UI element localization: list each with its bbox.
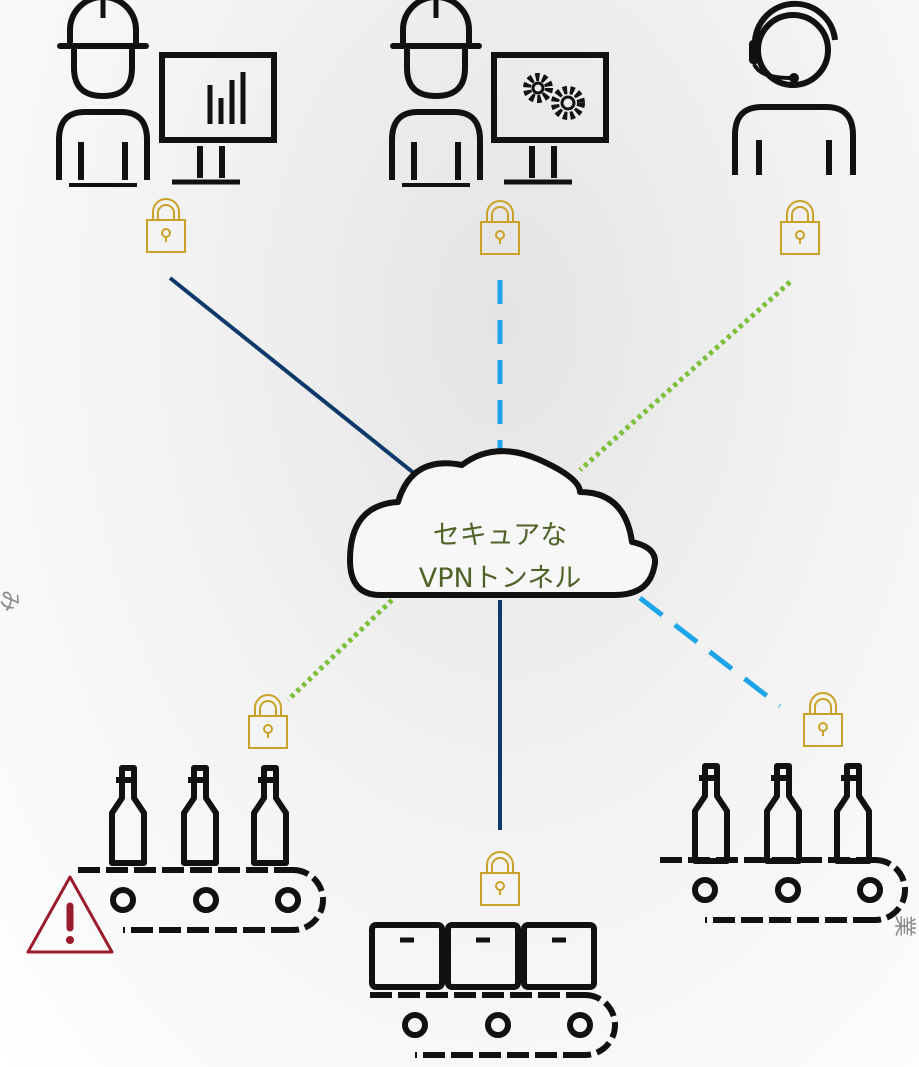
link-dotted-bottom-left: [286, 598, 394, 702]
engineer-with-chart-monitor-icon: [59, 0, 277, 185]
bottle-icon-group: [112, 768, 286, 863]
bottle-conveyor-right: [660, 766, 905, 920]
cloud-label-line1: セキュアな: [432, 520, 568, 551]
lock-icon-bottom-left: [248, 694, 288, 749]
lock-icon-top-right: [780, 200, 820, 255]
cloud-icon: [347, 448, 658, 598]
bottle-icon-group: [695, 766, 869, 861]
cloud-label-line2: VPNトンネル: [418, 563, 582, 594]
link-solid-top-left: [168, 276, 427, 484]
bottle-conveyor-left: [78, 768, 323, 930]
lock-icon-top-center: [480, 200, 520, 255]
engineer-with-gears-monitor-icon: [392, 0, 609, 185]
box-icon: [521, 922, 597, 990]
link-dotted-top-right: [578, 280, 792, 472]
box-icon: [369, 922, 445, 990]
lock-icon-bottom-center: [480, 851, 520, 906]
lock-icon-top-left: [146, 198, 186, 253]
warning-icon: [26, 875, 114, 954]
left-edge-text: み: [0, 590, 27, 612]
headset-operator-icon: [732, 0, 856, 175]
conveyor-icon: [78, 870, 323, 930]
lock-icon-bottom-right: [803, 692, 843, 747]
right-edge-text: 業: [891, 914, 917, 938]
link-dashed-bottom-right: [638, 596, 782, 708]
conveyor-icon: [660, 860, 905, 920]
box-conveyor-center: [369, 922, 615, 1055]
conveyor-icon: [370, 995, 615, 1055]
box-icon: [445, 922, 521, 990]
